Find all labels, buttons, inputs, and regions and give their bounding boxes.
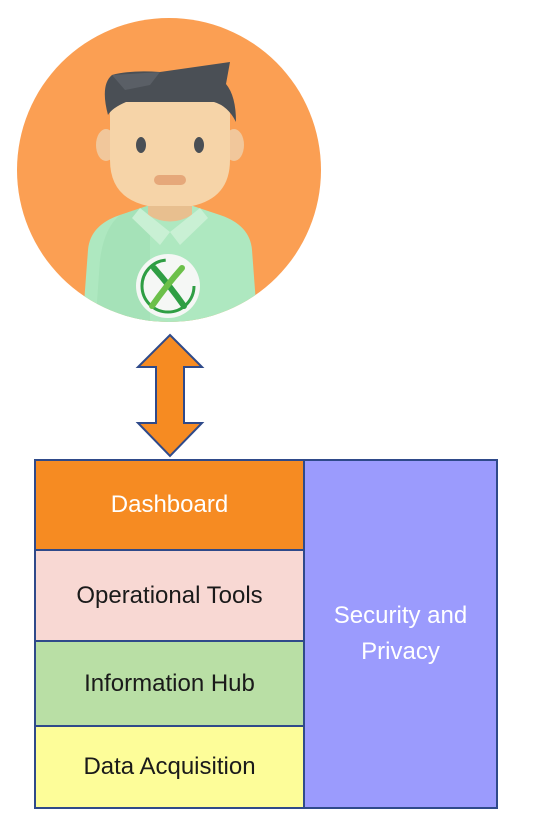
data-acquisition-label: Data Acquisition xyxy=(83,753,256,780)
dashboard-layer: Dashboard xyxy=(34,459,305,551)
information-hub-label: Information Hub xyxy=(84,669,255,697)
information-hub-layer: Information Hub xyxy=(34,640,305,727)
dashboard-label: Dashboard xyxy=(110,491,229,518)
security-privacy-label: Security and Privacy xyxy=(333,602,468,665)
user-avatar-illustration xyxy=(17,18,321,458)
operational-tools-layer: Operational Tools xyxy=(34,549,305,642)
operational-tools-label: Operational Tools xyxy=(76,581,263,609)
user-avatar-icon xyxy=(82,62,258,322)
security-privacy-layer: Security and Privacy xyxy=(303,459,498,809)
data-acquisition-layer: Data Acquisition xyxy=(34,725,305,809)
x-logo-icon xyxy=(136,254,200,318)
double-arrow-icon xyxy=(135,333,205,458)
